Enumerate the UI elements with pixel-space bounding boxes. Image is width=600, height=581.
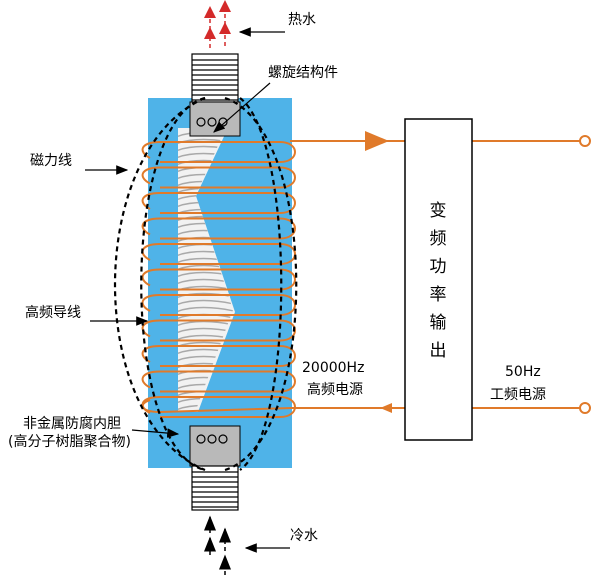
terminal-top bbox=[579, 135, 591, 147]
liner-label-line2: (高分子树脂聚合物) bbox=[8, 433, 131, 450]
converter-char-3: 功 bbox=[430, 257, 447, 277]
converter-label: 变 频 功 率 输 出 bbox=[430, 201, 447, 361]
converter-char-2: 频 bbox=[430, 229, 447, 249]
converter-char-1: 变 bbox=[430, 201, 447, 221]
liner-pointer bbox=[131, 428, 180, 438]
cold-water-arrows bbox=[204, 515, 231, 575]
terminal-bottom bbox=[579, 402, 591, 414]
bottom-cap bbox=[189, 425, 241, 467]
hf-power-lines bbox=[290, 131, 591, 414]
converter-char-6: 出 bbox=[430, 341, 447, 361]
converter-char-4: 率 bbox=[430, 285, 447, 305]
power-freq-value: 50Hz bbox=[505, 364, 541, 380]
hf-power-label: 高频电源 bbox=[307, 381, 363, 398]
cold-water-label: 冷水 bbox=[290, 528, 318, 544]
power-freq-label: 工频电源 bbox=[490, 387, 546, 403]
spiral-component-label: 螺旋结构件 bbox=[268, 65, 338, 81]
top-pipe bbox=[191, 53, 239, 103]
leader-lines bbox=[85, 27, 290, 553]
hot-water-label: 热水 bbox=[288, 12, 316, 28]
converter-char-5: 输 bbox=[430, 313, 447, 333]
hf-power-value: 20000Hz bbox=[302, 360, 364, 376]
spiral-pointer bbox=[213, 82, 271, 133]
converter-box bbox=[404, 118, 473, 441]
magnetic-lines-label: 磁力线 bbox=[30, 153, 72, 169]
hf-wire-label: 高频导线 bbox=[25, 304, 81, 321]
liner-label-line1: 非金属防腐内胆 bbox=[23, 415, 121, 432]
hot-water-arrows bbox=[204, 0, 231, 48]
bottom-pipe bbox=[191, 465, 239, 511]
magnetic-field-lines bbox=[113, 96, 298, 472]
